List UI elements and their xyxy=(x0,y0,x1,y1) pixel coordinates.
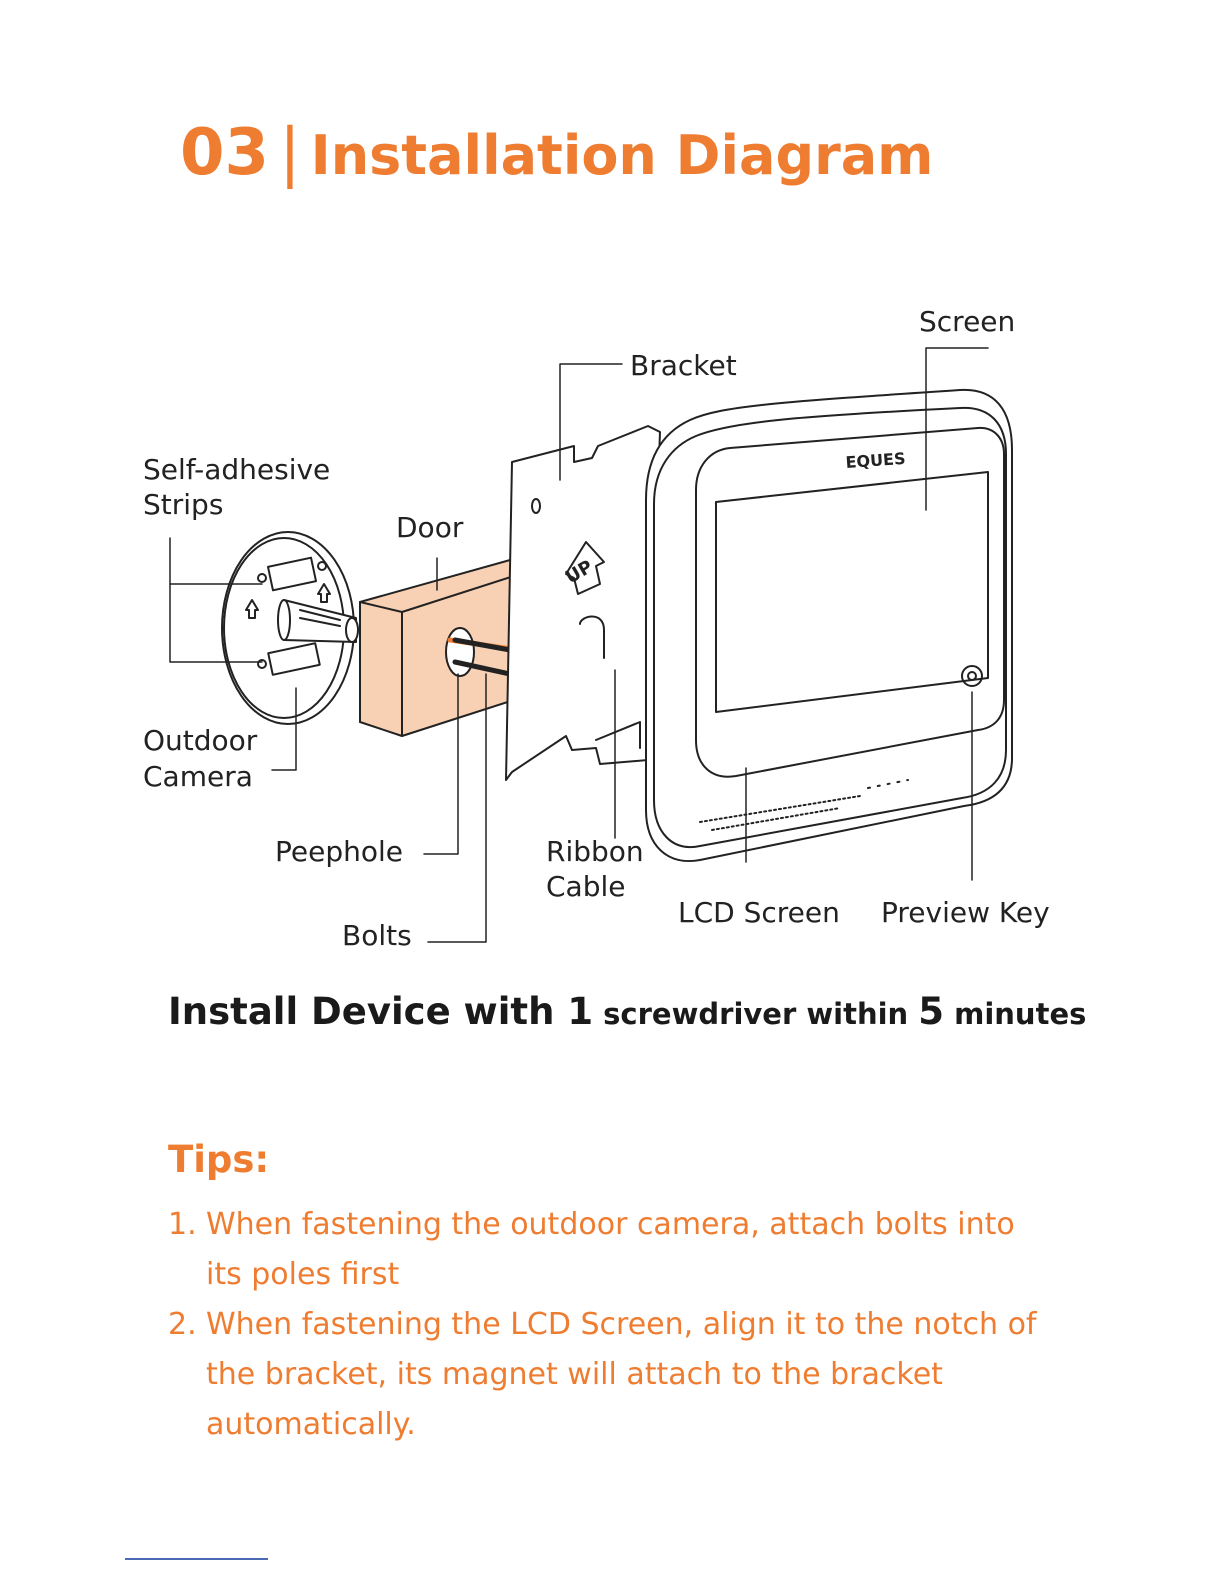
outdoor-camera-illustration xyxy=(221,531,359,725)
label-ribbon: Ribbon xyxy=(546,835,644,868)
brand-logo-text: EQUES xyxy=(845,449,906,472)
tip-text: When fastening the LCD Screen, align it … xyxy=(206,1307,1037,1442)
tip-number: 1. xyxy=(168,1207,197,1242)
bracket-illustration xyxy=(505,425,661,781)
label-bracket: Bracket xyxy=(630,349,737,382)
headline-part3: minutes xyxy=(944,997,1087,1031)
label-door: Door xyxy=(396,511,464,544)
diagram-illustration: EQUES UP xyxy=(169,347,1013,943)
label-camera: Camera xyxy=(143,760,253,793)
label-peephole: Peephole xyxy=(275,835,403,868)
section-title: Installation Diagram xyxy=(310,124,934,187)
label-bolts: Bolts xyxy=(342,919,412,952)
tip-number: 2. xyxy=(168,1307,197,1342)
label-self-adhesive: Self-adhesive xyxy=(143,453,331,486)
headline-part1: Install Device with xyxy=(168,990,568,1033)
headline-part2: screwdriver within xyxy=(593,997,919,1031)
installation-diagram: EQUES UP Self-adhesive Strips Door Brack… xyxy=(0,290,1224,970)
tips-title: Tips: xyxy=(168,1138,270,1181)
headline-num1: 1 xyxy=(567,990,594,1033)
tip-item: 1. When fastening the outdoor camera, at… xyxy=(168,1200,1048,1300)
label-cable: Cable xyxy=(546,870,626,903)
tip-text: When fastening the outdoor camera, attac… xyxy=(206,1207,1015,1292)
page-title: 03|Installation Diagram xyxy=(180,116,933,190)
screen-device-illustration xyxy=(645,388,1013,863)
label-strips: Strips xyxy=(143,488,224,521)
label-preview-key: Preview Key xyxy=(881,896,1050,929)
headline-num2: 5 xyxy=(918,990,945,1033)
label-outdoor: Outdoor xyxy=(143,724,258,757)
callout-lines xyxy=(169,347,989,943)
install-headline: Install Device with 1 screwdriver within… xyxy=(168,990,1086,1033)
label-screen: Screen xyxy=(919,305,1016,338)
footer-rule xyxy=(125,1558,268,1560)
section-number: 03 xyxy=(180,116,270,190)
tips-list: 1. When fastening the outdoor camera, at… xyxy=(168,1200,1048,1450)
tip-item: 2. When fastening the LCD Screen, align … xyxy=(168,1300,1048,1450)
label-lcd-screen: LCD Screen xyxy=(678,896,840,929)
title-separator: | xyxy=(279,116,301,190)
